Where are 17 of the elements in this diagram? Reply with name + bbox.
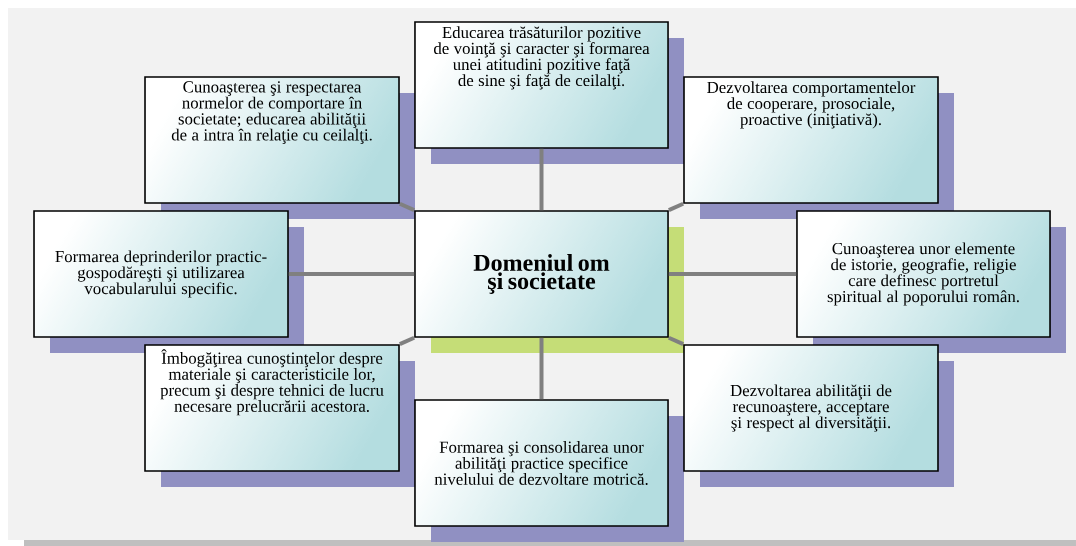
goal-box: Cunoaşterea şi respectarea normelor de comportare în societate; educarea abilităţii de a intra în relaţie cu ceilalţi. — [144, 76, 400, 204]
goal-box: Dezvoltarea abilităţii de recunoaştere, acceptare şi respect al diversităţii. — [683, 344, 939, 472]
goal-box: Formarea şi consolidarea unor abilităţi practice specifice nivelului de dezvoltare motrică. — [414, 399, 669, 527]
topic-box: Domeniul om şi societate — [414, 210, 669, 338]
goal-box: Cunoaşterea unor elemente de istorie, geografie, religie care definesc portretul spiritual al poporului român. — [796, 210, 1051, 338]
connector — [399, 201, 415, 213]
goal-box: Educarea trăsăturilor pozitive de voinţă şi caracter şi formarea unei atitudini pozitive faţă de sine şi faţă de ceilalţi. — [414, 21, 669, 149]
goal-box: Îmbogăţirea cunoştinţelor despre materiale şi caracteristicile lor, precum şi despre tehnici de lucru necesare prelucrării acestora. — [144, 344, 400, 472]
goal-box: Dezvoltarea comportamentelor de cooperare, prosociale, proactive (iniţiativă). — [683, 76, 939, 204]
connector — [399, 335, 415, 346]
connector — [668, 201, 684, 213]
connector — [539, 337, 544, 400]
connector — [288, 272, 415, 276]
connector — [539, 148, 544, 211]
goal-box: Formarea deprinderilor practic-gospodăreşti şi utilizarea vocabularului specific. — [33, 210, 289, 338]
connector — [668, 272, 797, 276]
connector — [668, 335, 684, 346]
